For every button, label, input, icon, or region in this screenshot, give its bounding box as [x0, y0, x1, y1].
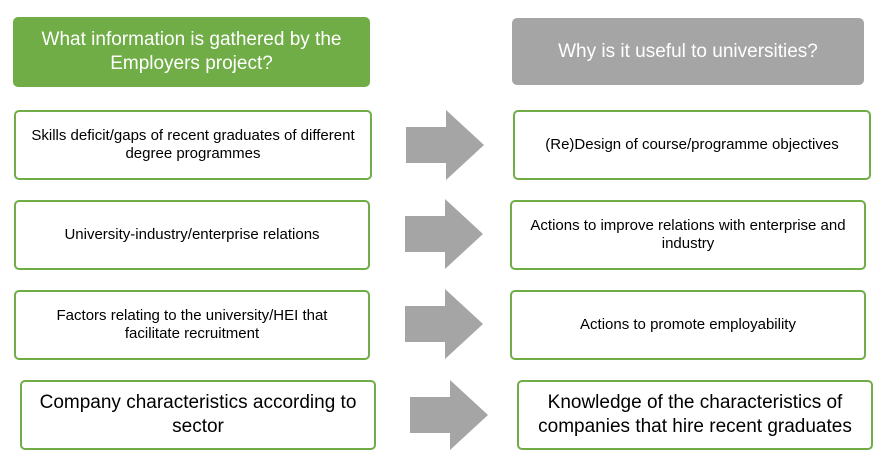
header-right: Why is it useful to universities?	[512, 18, 864, 85]
row-3-right-box: Actions to promote employability	[510, 290, 866, 360]
row-4-right-box: Knowledge of the characteristics of comp…	[517, 380, 873, 450]
row-1-left-text: Skills deficit/gaps of recent graduates …	[31, 127, 355, 162]
row-1-right-text: (Re)Design of course/programme objective…	[545, 136, 839, 153]
header-right-label: Why is it useful to universities?	[558, 40, 818, 62]
row-1-left-box: Skills deficit/gaps of recent graduates …	[14, 110, 372, 180]
right-arrow-icon	[406, 110, 484, 180]
right-arrow-icon	[410, 380, 488, 450]
header-left: What information is gathered by the Empl…	[13, 17, 370, 87]
row-2-left-text: University-industry/enterprise relations	[64, 226, 320, 243]
right-arrow-icon	[405, 289, 483, 359]
row-1-right-box: (Re)Design of course/programme objective…	[513, 110, 871, 180]
header-left-label: What information is gathered by the Empl…	[41, 29, 342, 74]
right-arrow-icon	[405, 199, 483, 269]
row-4-left-text: Company characteristics according to sec…	[39, 392, 357, 437]
row-4-right-text: Knowledge of the characteristics of comp…	[538, 392, 852, 437]
row-3-left-text: Factors relating to the university/HEI t…	[56, 307, 328, 342]
row-2-right-text: Actions to improve relations with enterp…	[530, 217, 846, 252]
row-3-left-box: Factors relating to the university/HEI t…	[14, 290, 370, 360]
row-2-right-box: Actions to improve relations with enterp…	[510, 200, 866, 270]
row-3-right-text: Actions to promote employability	[580, 316, 796, 333]
row-2-left-box: University-industry/enterprise relations	[14, 200, 370, 270]
row-4-left-box: Company characteristics according to sec…	[20, 380, 376, 450]
